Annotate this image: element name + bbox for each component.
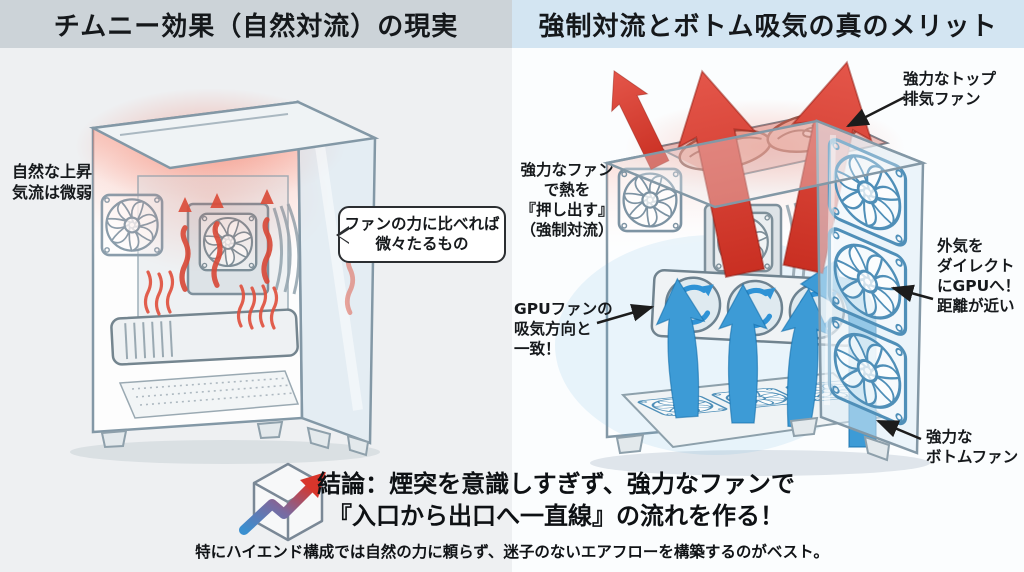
case-shadow xyxy=(70,440,380,464)
top-exhaust-label: 強力なトップ 排気ファン xyxy=(903,70,997,109)
left-title-bar: チムニー効果（自然対流）の現実 xyxy=(0,0,512,48)
right-title-bar: 強制対流とボトム吸気の真のメリット xyxy=(512,0,1024,48)
gpu-fan-match-label: GPUファンの 吸気方向と 一致！ xyxy=(514,300,613,359)
footer-note: 特にハイエンド構成では自然の力に頼らず、迷子のないエアフローを構築するのがベスト… xyxy=(195,543,829,561)
right-case-illustration xyxy=(555,53,930,476)
push-out-label: 強力なファン で熱を 『押し出す』 （強制対流） xyxy=(520,161,614,240)
front-panel xyxy=(815,119,925,455)
conclusion-line-2: 『入口から出口へ一直線』の流れを作る！ xyxy=(328,502,784,531)
case-top xyxy=(602,119,928,209)
pointer-top-exhaust xyxy=(845,95,906,128)
case-feet xyxy=(615,416,891,462)
left-case-illustration xyxy=(70,88,380,464)
case-top xyxy=(88,100,380,170)
case-shadow xyxy=(590,450,930,476)
pointer-bottom-fan xyxy=(875,419,922,441)
weak-airflow-label: 自然な上昇 気流は微弱 xyxy=(12,162,93,202)
right-panel-title: 強制対流とボトム吸気の真のメリット xyxy=(538,11,998,42)
bottom-mesh xyxy=(118,370,300,419)
pointer-direct-gpu xyxy=(890,284,934,303)
conclusion-line-1: 結論：煙突を意識しすぎず、強力なファンで xyxy=(317,470,795,498)
speech-bubble: ファンの力に比べれば 微々たるもの xyxy=(336,206,506,263)
conclusion-block: 結論：煙突を意識しすぎず、強力なファンで 『入口から出口へ一直線』の流れを作る！ xyxy=(286,468,826,532)
pointer-gpu-fan xyxy=(596,304,655,325)
direct-gpu-label: 外気を ダイレクト にGPUへ！ 距離が近い xyxy=(937,237,1021,316)
left-panel-title: チムニー効果（自然対流）の現実 xyxy=(53,11,459,42)
bottom-fan-label: 強力な ボトムファン xyxy=(926,428,1019,467)
cube-trend-arrow-icon xyxy=(239,462,326,542)
case-feet xyxy=(100,420,370,457)
